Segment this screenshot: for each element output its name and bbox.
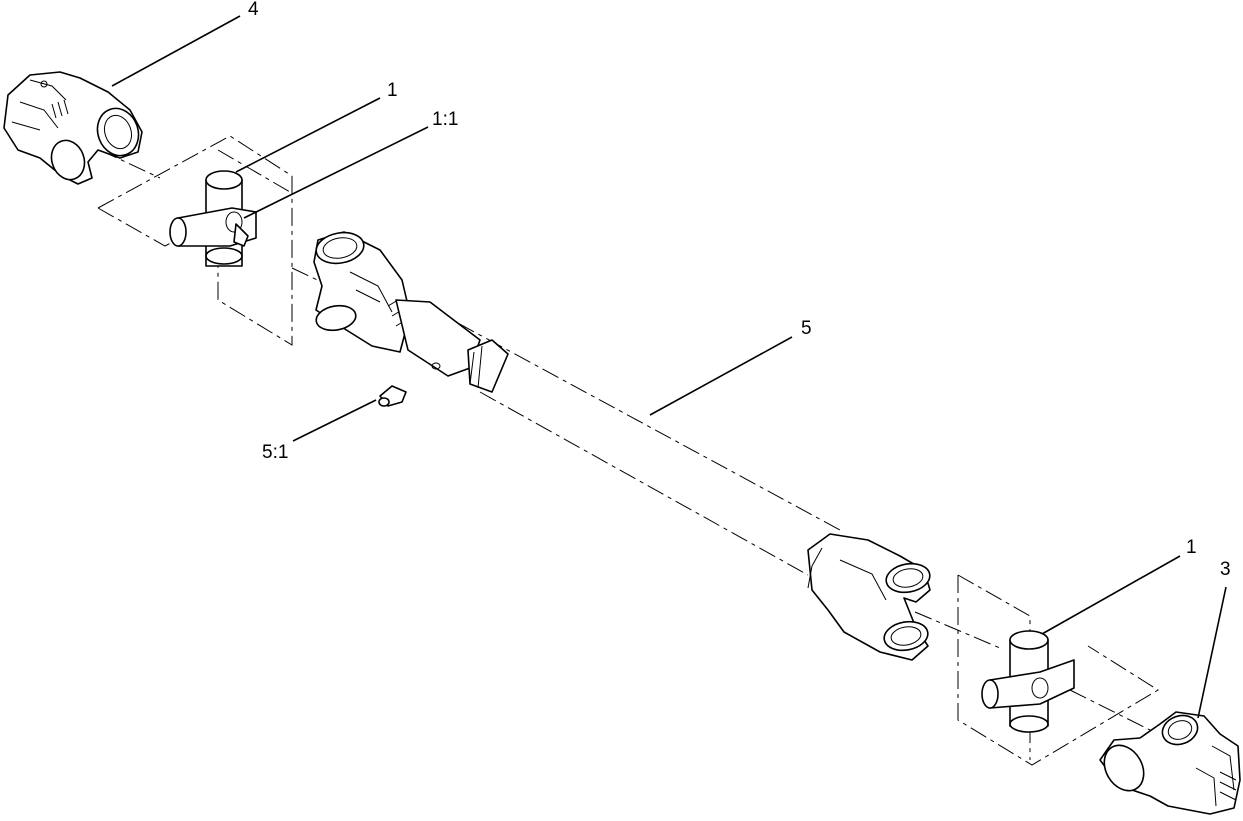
leader-4 (111, 15, 241, 87)
phantom-lines (97, 135, 1161, 766)
part-5-1-grease-fitting (378, 385, 407, 407)
part-4-end-yoke (3, 71, 143, 185)
phantom-yoke-right-axis (914, 611, 1001, 649)
phantom-plane-top (97, 135, 293, 346)
leader-lines (111, 15, 1227, 719)
leader-5 (649, 336, 793, 416)
part-1-cross-bottom (981, 630, 1075, 733)
shaft-lower-line (479, 391, 809, 576)
callout-3: 3 (1220, 559, 1231, 580)
part-3-end-yoke (1099, 711, 1241, 815)
part-1-cross-top (169, 170, 257, 267)
callout-5-1: 5:1 (262, 442, 288, 463)
phantom-plane-bottom (957, 575, 1159, 766)
leader-5-1 (292, 399, 377, 442)
part-5-shaft (313, 231, 931, 661)
callout-4: 4 (248, 0, 259, 20)
callout-1-1: 1:1 (432, 109, 458, 130)
leader-1-1 (243, 126, 429, 219)
callout-1-top: 1 (387, 80, 398, 101)
leader-3 (1197, 586, 1227, 719)
leader-1-top (235, 97, 381, 173)
callout-5: 5 (801, 318, 812, 339)
callout-1-bottom: 1 (1186, 537, 1197, 558)
phantom-yoke3-axis (1069, 689, 1161, 736)
callout-labels: 4 1 1:1 5 5:1 1 3 (248, 0, 1231, 580)
phantom-axis-top (217, 149, 291, 193)
leader-1-bottom (1041, 555, 1181, 635)
